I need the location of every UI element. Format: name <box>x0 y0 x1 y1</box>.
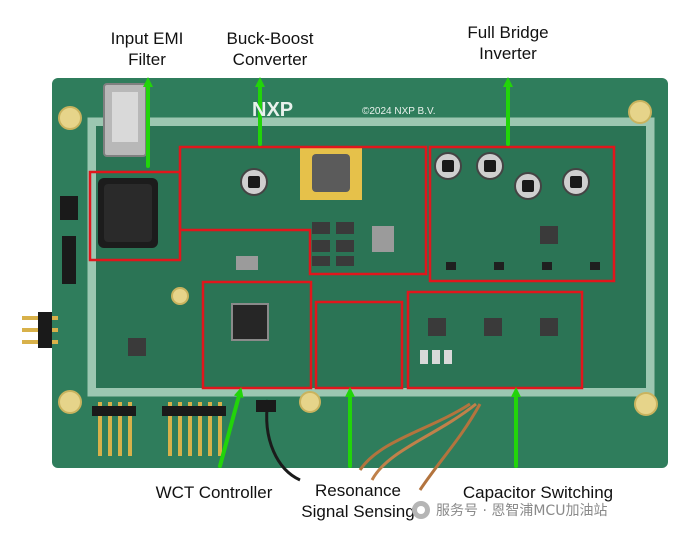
label-input-emi-filter: Input EMI Filter <box>88 28 206 70</box>
mounting-holes <box>58 100 658 416</box>
mounting-hole <box>628 100 652 124</box>
label-line: WCT Controller <box>155 483 273 502</box>
label-capacitor-switching: Capacitor Switching <box>444 482 632 503</box>
watermark: 服务号 · 恩智浦MCU加油站 <box>412 500 607 520</box>
label-line: Signal Sensing <box>301 502 415 521</box>
pcb-inner-trace-frame <box>87 117 655 397</box>
mounting-hole <box>58 106 82 130</box>
label-line: Input EMI <box>110 29 184 48</box>
label-line: Converter <box>232 50 308 69</box>
silkscreen-logo: NXP <box>252 99 293 121</box>
callout-arrows <box>143 77 521 468</box>
highlight-boxes <box>88 145 616 390</box>
mounting-hole <box>299 391 321 413</box>
box-wct-controller <box>201 280 313 390</box>
silkscreen-copyright: ©2024 NXP B.V. <box>362 106 436 117</box>
wct-mcu-chip <box>231 303 269 341</box>
box-capacitor-switching <box>406 290 584 390</box>
label-line: Filter <box>128 50 166 69</box>
pcb-plane <box>96 126 646 388</box>
pin-headers <box>22 316 222 456</box>
label-line: Resonance <box>314 481 401 500</box>
mounting-hole <box>634 392 658 416</box>
coil-wire-copper <box>358 402 471 471</box>
wechat-icon <box>412 501 430 519</box>
watermark-text: 服务号 · 恩智浦MCU加油站 <box>436 503 608 519</box>
label-wct-controller: WCT Controller <box>144 482 284 503</box>
arrow-wct-controller <box>218 387 244 468</box>
box-resonance <box>314 300 404 390</box>
label-line: Capacitor Switching <box>462 483 614 502</box>
smd-components <box>128 222 558 364</box>
mounting-hole <box>58 390 82 414</box>
label-line: Full Bridge <box>467 23 549 42</box>
box-buck-boost <box>178 145 428 276</box>
label-line: Inverter <box>479 44 537 63</box>
label-line: Buck-Boost <box>226 29 314 48</box>
mounting-hole <box>171 287 189 305</box>
label-full-bridge-inverter: Full Bridge Inverter <box>452 22 564 64</box>
label-buck-boost-converter: Buck-Boost Converter <box>208 28 332 70</box>
box-full-bridge <box>428 145 616 283</box>
label-resonance-signal-sensing: Resonance Signal Sensing <box>290 480 426 522</box>
